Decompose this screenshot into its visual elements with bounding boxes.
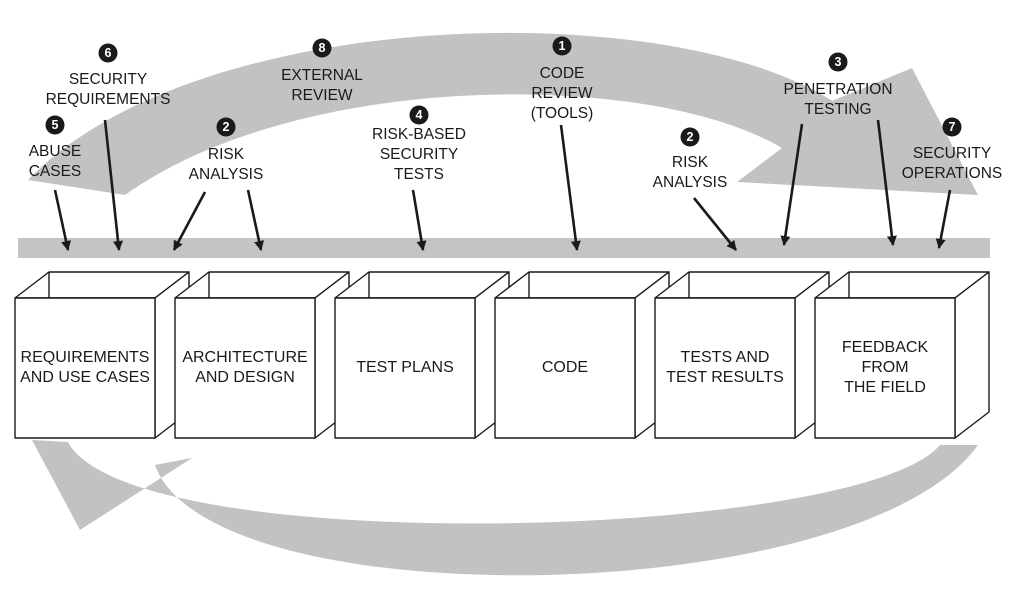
touchpoint-label: REVIEW [291,87,353,104]
touchpoint-number: 2 [223,120,230,134]
touchpoint-number-badge: 6 [98,43,118,63]
security-requirements-arrow [103,119,124,251]
touchpoint-number-badge: 4 [409,105,429,125]
box-label: FROM [861,359,908,376]
touchpoint-number-badge: 3 [828,52,848,72]
touchpoint-label: RISK [672,154,709,171]
risk-analysis-design-arrow [246,189,264,251]
box-label: ARCHITECTURE [182,349,307,366]
touchpoint-number-badge: 2 [216,117,236,137]
touchpoint-label: EXTERNAL [281,67,363,84]
lifecycle-band [18,238,990,258]
box-label: TESTS AND [681,349,770,366]
box-label: CODE [542,359,588,376]
touchpoint-label: TESTS [394,166,444,183]
code-review-arrow [559,124,581,251]
box-label: THE FIELD [844,379,926,396]
box-feedback: FEEDBACK FROM THE FIELD [814,271,990,439]
touchpoint-number-badge: 8 [312,38,332,58]
box-label: TEST RESULTS [666,369,784,386]
touchpoint-number-badge: 5 [45,115,65,135]
risk-analysis-tests-arrow [692,197,738,251]
touchpoint-label: CODE [540,65,585,82]
box-label: FEEDBACK [842,339,929,356]
abuse-cases-arrow [53,189,71,251]
touchpoint-label: OPERATIONS [902,165,1002,182]
touchpoint-label: TESTING [804,101,871,118]
touchpoint-label: RISK [208,146,245,163]
touchpoint-number: 5 [52,118,59,132]
touchpoint-label: SECURITY [69,71,147,88]
bottom-cycle-arrow [32,440,978,576]
touchpoint-label: (TOOLS) [531,105,594,122]
box-architecture: ARCHITECTURE AND DESIGN [174,271,350,439]
touchpoint-label: ANALYSIS [189,166,264,183]
box-requirements: REQUIREMENTS AND USE CASES [14,271,190,439]
top-cycle-arrow [28,32,978,195]
touchpoint-number: 6 [105,46,112,60]
box-label: TEST PLANS [356,359,454,376]
touchpoint-label: REVIEW [531,85,593,102]
box-label: AND DESIGN [195,369,295,386]
touchpoint-label: ANALYSIS [653,174,728,191]
security-operations-arrow [876,119,897,246]
touchpoint-label: REQUIREMENTS [46,91,171,108]
box-label: AND USE CASES [20,369,150,386]
touchpoint-label: ABUSE [29,143,82,160]
touchpoint-label: SECURITY [380,146,458,163]
touchpoint-label: RISK-BASED [372,126,466,143]
touchpoint-number: 1 [559,39,566,53]
touchpoint-number-badge: 7 [942,117,962,137]
penetration-testing-arrow [780,123,804,246]
touchpoint-number-badge: 1 [552,36,572,56]
box-test-plans: TEST PLANS [334,271,510,439]
touchpoint-number-badge: 2 [680,127,700,147]
risk-based-tests-arrow [411,189,427,251]
security-operations-arrow [935,189,952,249]
touchpoint-number: 2 [687,130,694,144]
box-code: CODE [494,271,670,439]
touchpoint-label: CASES [29,163,82,180]
box-label: REQUIREMENTS [21,349,150,366]
touchpoint-number: 7 [949,120,956,134]
touchpoint-number: 4 [416,108,423,122]
touchpoint-label: SECURITY [913,145,991,162]
touchpoint-number: 8 [319,41,326,55]
touchpoint-number: 3 [835,55,842,69]
touchpoint-label: PENETRATION [783,81,892,98]
risk-analysis-design-arrow [172,191,207,251]
box-tests: TESTS AND TEST RESULTS [654,271,830,439]
